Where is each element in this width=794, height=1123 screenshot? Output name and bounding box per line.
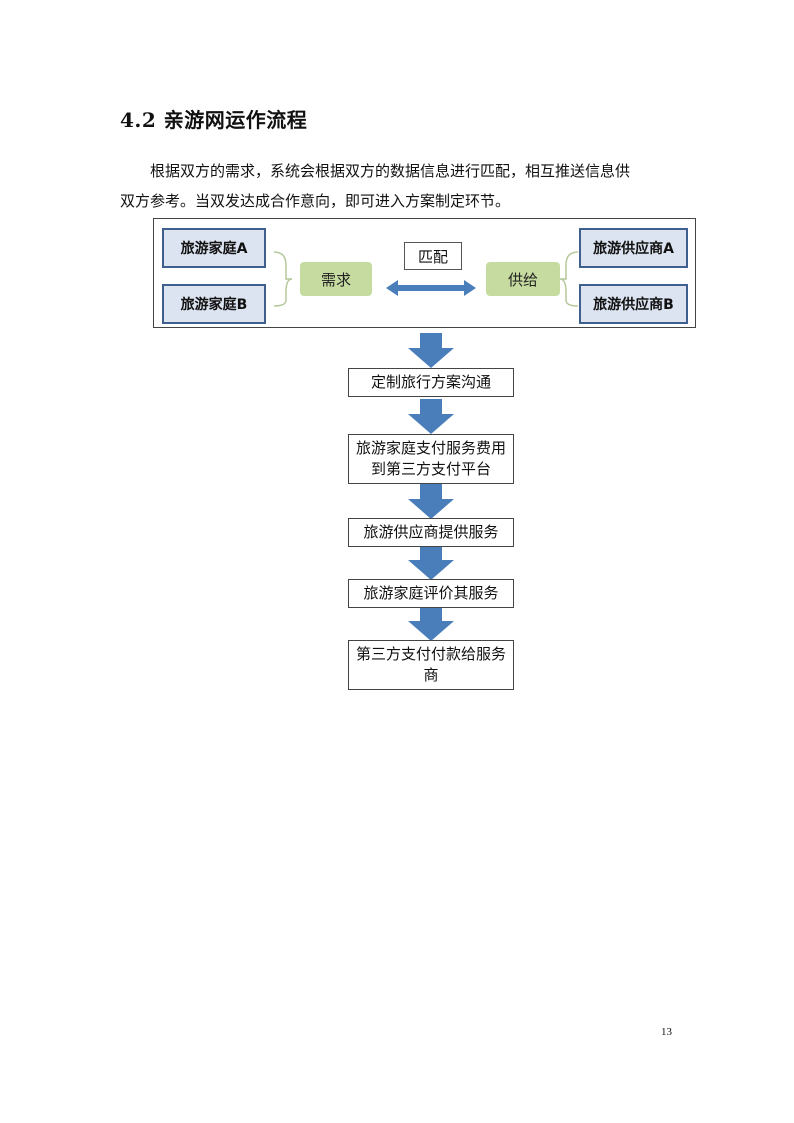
supply-box: 供给	[486, 262, 560, 296]
down-arrow-3	[408, 484, 454, 519]
page-number: 13	[661, 1026, 672, 1038]
down-arrow-1	[408, 333, 454, 368]
bidirectional-arrow	[386, 280, 476, 296]
flow-step-3: 旅游供应商提供服务	[348, 518, 514, 547]
down-arrow-5	[408, 606, 454, 641]
supply-bracket	[559, 251, 579, 307]
flow-step-4: 旅游家庭评价其服务	[348, 579, 514, 608]
match-box: 匹配	[404, 242, 462, 270]
supplier-a-box: 旅游供应商A	[579, 228, 688, 268]
supplier-b-box: 旅游供应商B	[579, 284, 688, 324]
demand-box: 需求	[300, 262, 372, 296]
flow-step-1: 定制旅行方案沟通	[348, 368, 514, 397]
flow-step-2: 旅游家庭支付服务费用到第三方支付平台	[348, 434, 514, 484]
demand-family-b-box: 旅游家庭B	[162, 284, 266, 324]
demand-bracket	[273, 251, 293, 307]
paragraph-line-1: 根据双方的需求，系统会根据双方的数据信息进行匹配，相互推送信息供	[150, 162, 631, 180]
demand-family-a-box: 旅游家庭A	[162, 228, 266, 268]
flow-step-5: 第三方支付付款给服务商	[348, 640, 514, 690]
paragraph-line-2: 双方参考。当双发达成合作意向，即可进入方案制定环节。	[120, 192, 511, 210]
down-arrow-2	[408, 399, 454, 434]
down-arrow-4	[408, 545, 454, 580]
section-heading: 4.2 亲游网运作流程	[120, 108, 308, 132]
